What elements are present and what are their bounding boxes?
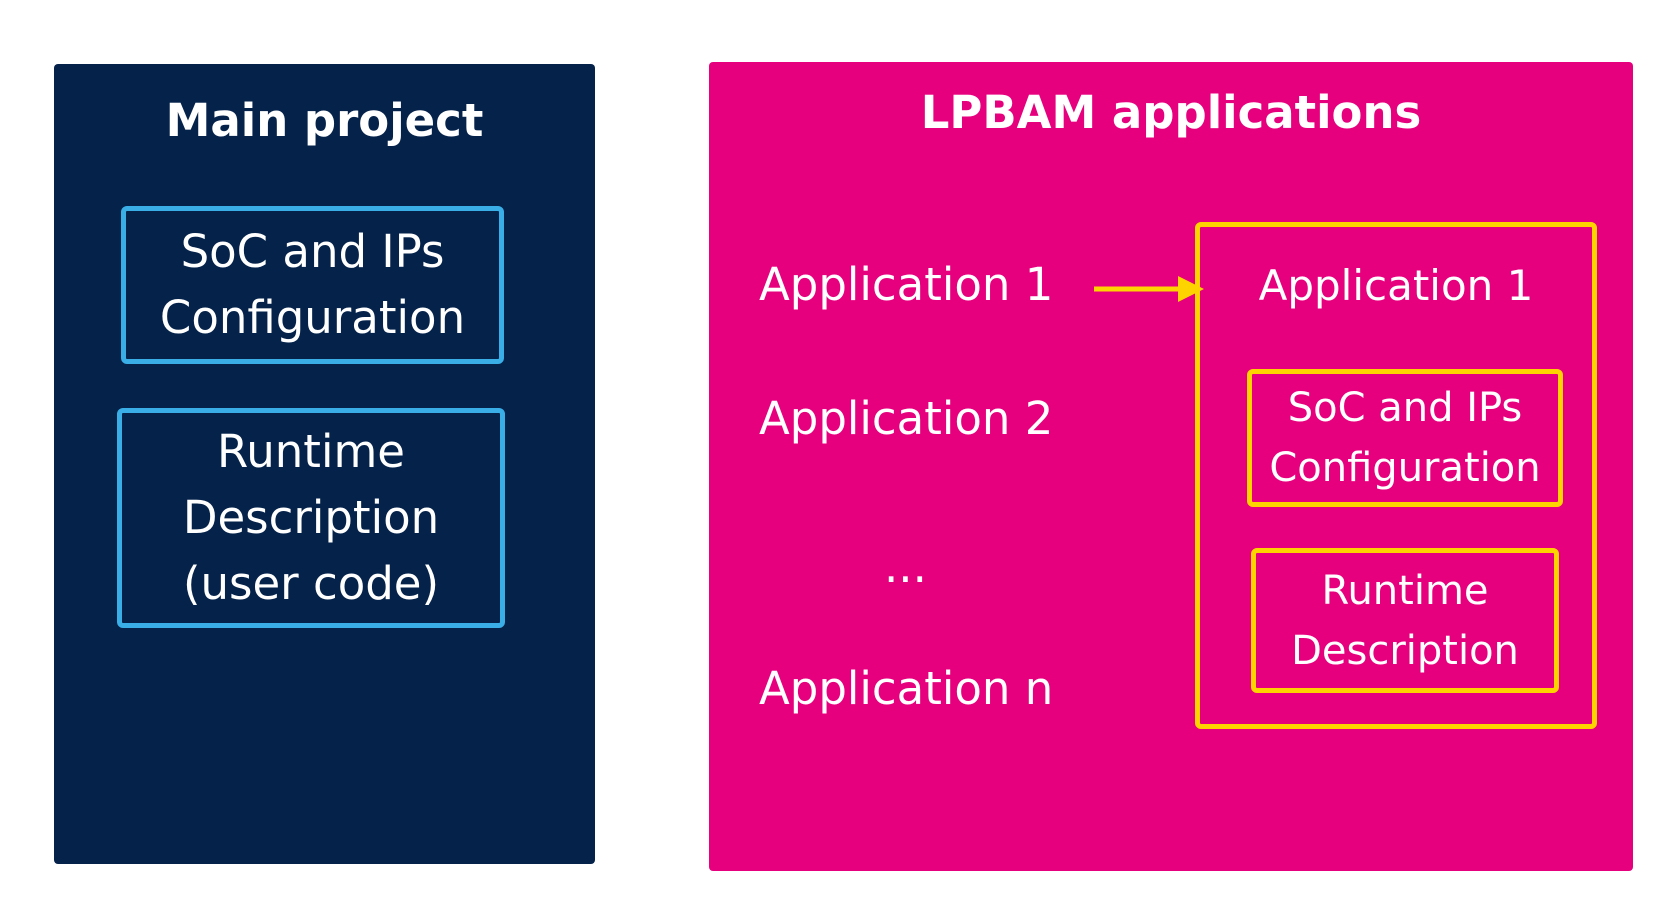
arrow-right-icon <box>1094 276 1204 302</box>
main-runtime-line2: Description <box>182 491 440 544</box>
app-detail-title: Application 1 <box>1258 261 1534 310</box>
app-detail-box: Application 1 <box>1195 222 1597 729</box>
lpbam-title: LPBAM applications <box>920 86 1422 139</box>
app-runtime-line2: Description <box>1291 627 1519 674</box>
app-runtime-box: Runtime Description <box>1251 548 1559 693</box>
app-soc-config-box: SoC and IPs Configuration <box>1247 369 1563 507</box>
main-runtime-box: Runtime Description (user code) <box>117 408 505 628</box>
app-list-item-1: Application 1 <box>759 258 1054 311</box>
app-runtime-line1: Runtime <box>1321 567 1489 614</box>
main-runtime-line1: Runtime <box>217 425 405 478</box>
main-project-title: Main project <box>165 94 484 147</box>
main-soc-config-line1: SoC and IPs <box>180 225 445 278</box>
app-list-ellipsis: ... <box>884 540 927 593</box>
app-soc-config-line2: Configuration <box>1269 445 1541 491</box>
app-soc-config-line1: SoC and IPs <box>1287 385 1523 431</box>
arrow-head <box>1178 276 1204 302</box>
main-soc-config-box: SoC and IPs Configuration <box>121 206 504 364</box>
lpbam-panel: LPBAM applications Application 1 Applica… <box>709 62 1633 871</box>
app-list-item-2: Application 2 <box>759 392 1054 445</box>
main-runtime-line3: (user code) <box>182 557 440 610</box>
main-project-panel: Main project SoC and IPs Configuration R… <box>54 64 595 864</box>
main-soc-config-line2: Configuration <box>159 291 466 344</box>
app-list-item-n: Application n <box>759 662 1054 715</box>
